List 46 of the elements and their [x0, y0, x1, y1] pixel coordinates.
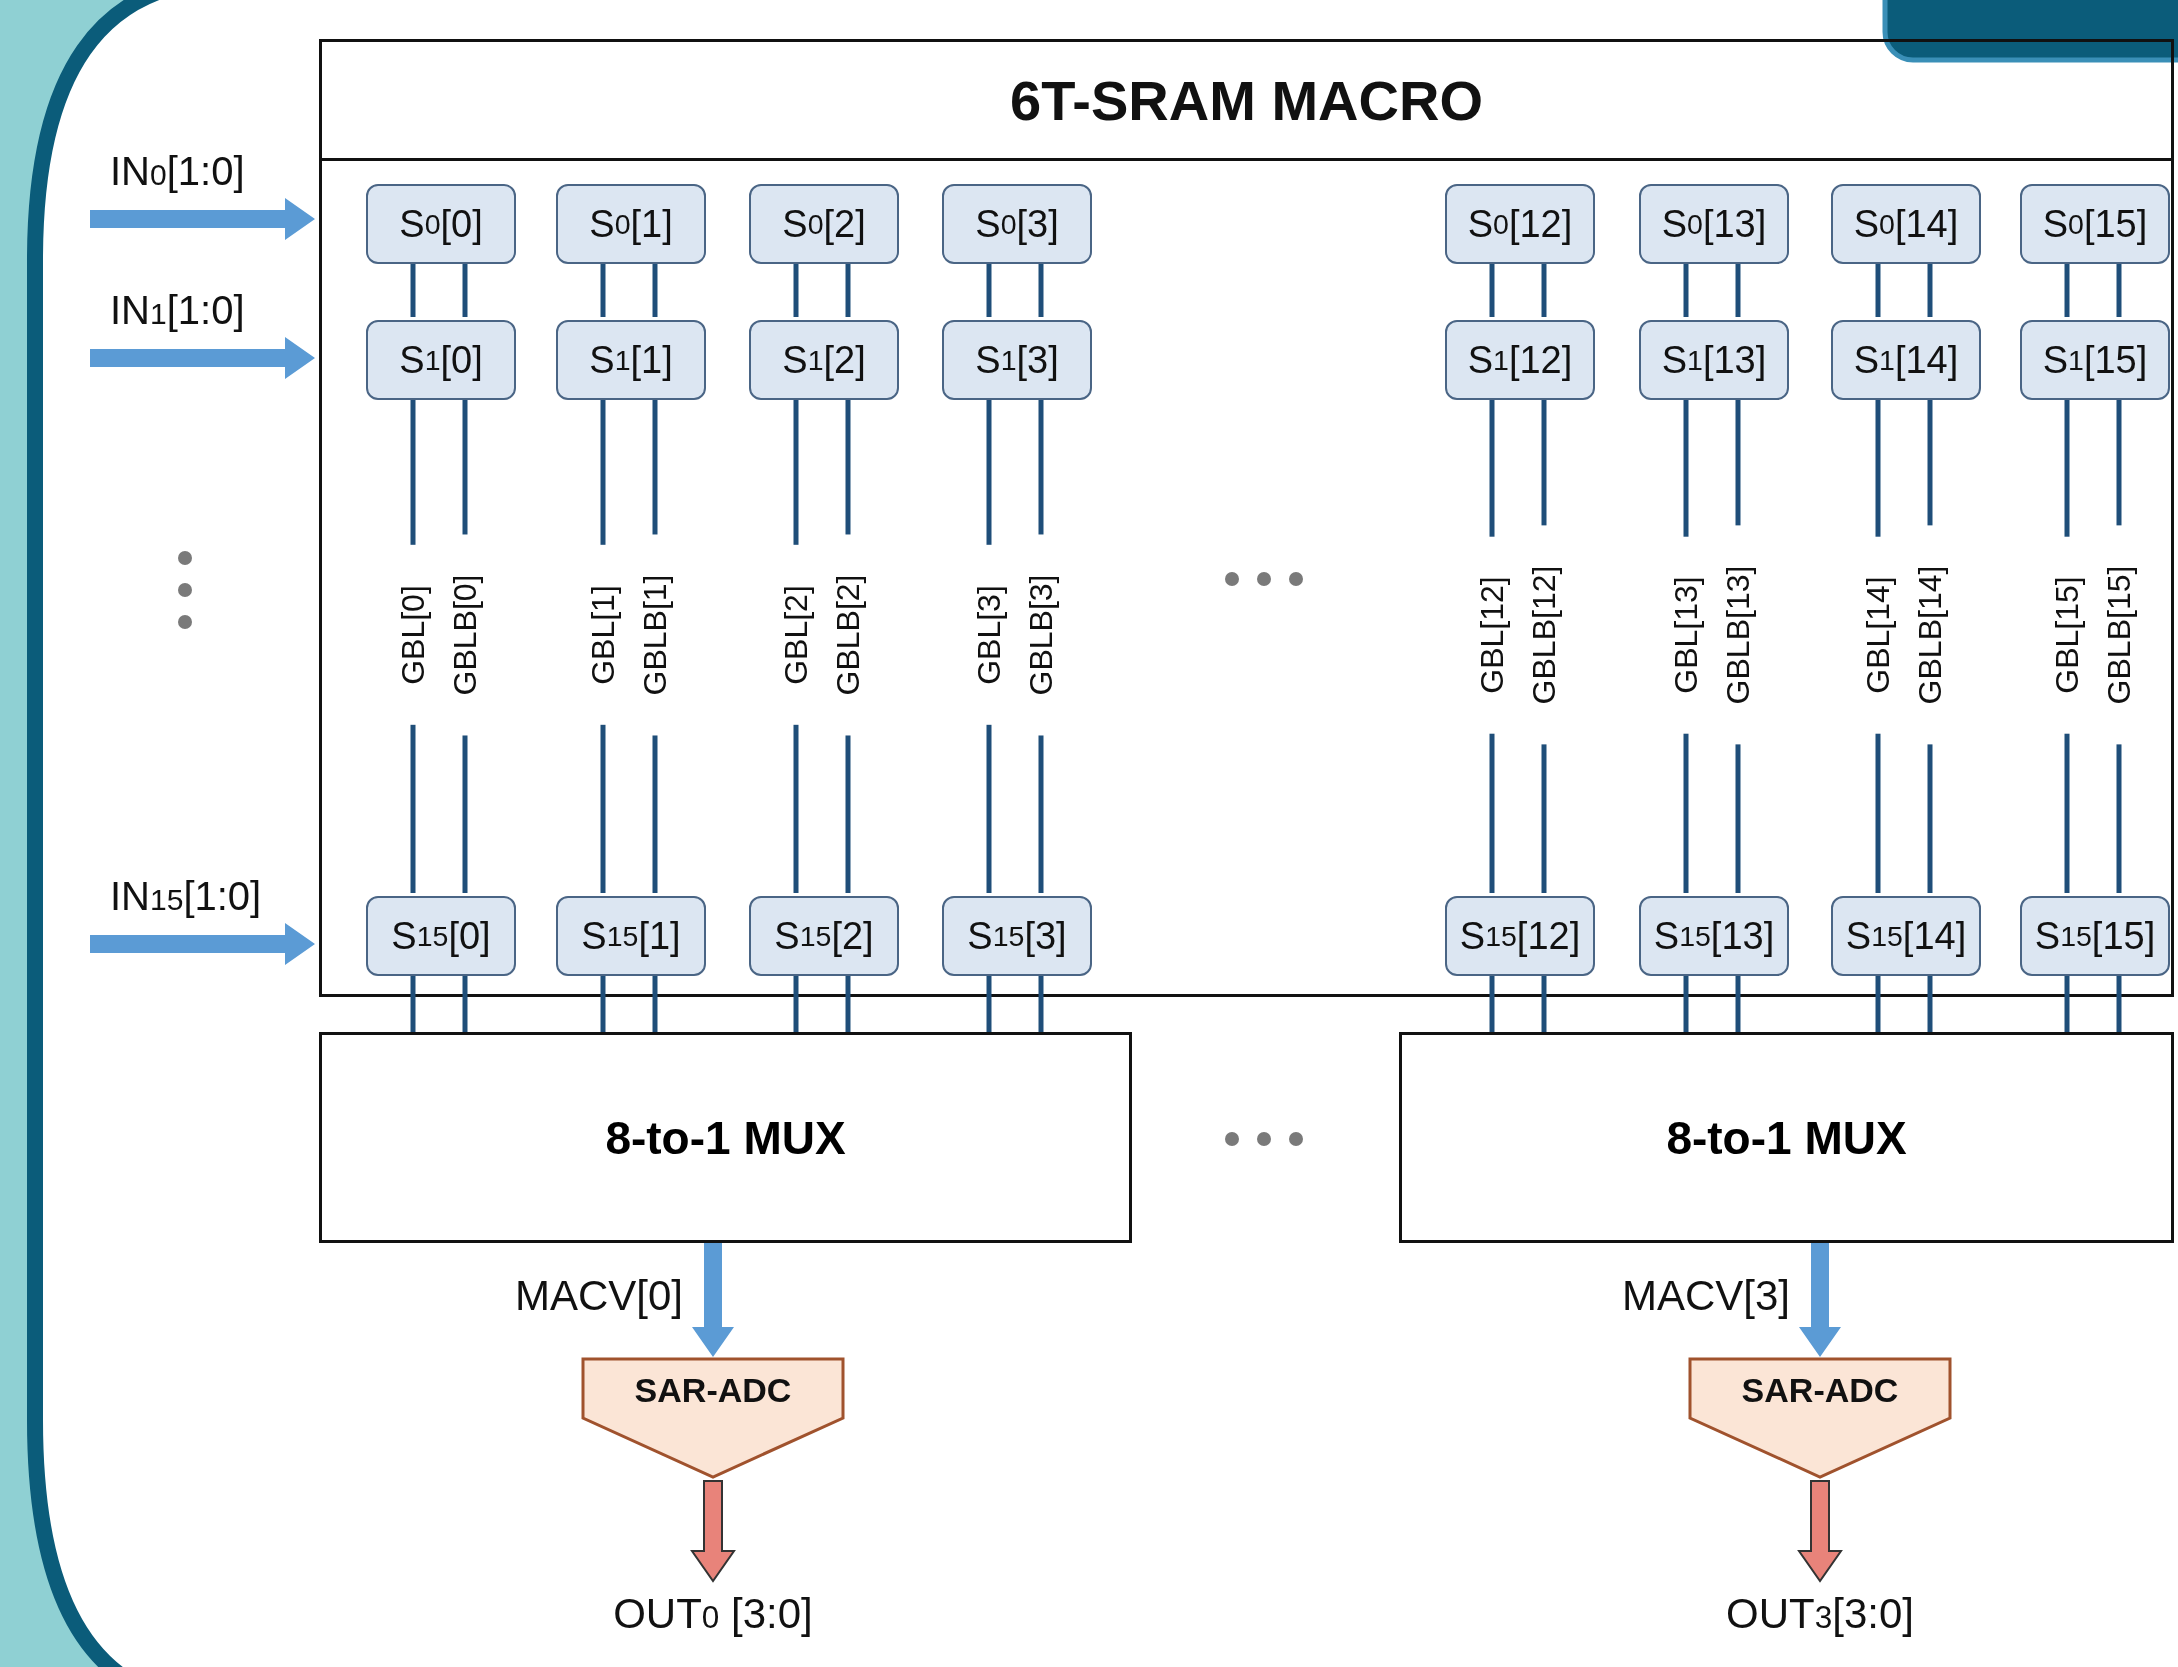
bitline [2116, 973, 2122, 1032]
bitline [410, 973, 416, 1032]
mux-block: 8-to-1 MUX [1399, 1032, 2174, 1243]
bitline [1735, 973, 1741, 1032]
bitline [793, 261, 799, 317]
arrow [1797, 1480, 1843, 1583]
arrow [90, 198, 315, 240]
bitline [1541, 973, 1547, 1032]
bitline [845, 973, 851, 1032]
bitline [793, 973, 799, 1032]
bitline [986, 973, 992, 1032]
arrow [90, 337, 315, 379]
mux-block: 8-to-1 MUX [319, 1032, 1132, 1243]
bitline [600, 973, 606, 1032]
macro-title: 6T-SRAM MACRO [1010, 67, 1483, 133]
adc-pentagon: SAR-ADC [1688, 1357, 1952, 1479]
bitline [652, 973, 658, 1032]
arrow [1799, 1243, 1841, 1357]
bitline [652, 261, 658, 317]
bitline [2064, 973, 2070, 1032]
bitline [462, 261, 468, 317]
bitline [1038, 973, 1044, 1032]
bitline [1683, 973, 1689, 1032]
signal-label: MACV[0] [514, 1272, 683, 1320]
bitline [1875, 261, 1881, 317]
bitline [1489, 973, 1495, 1032]
bitline [1541, 261, 1547, 317]
bitline [1683, 261, 1689, 317]
arrow [90, 923, 315, 965]
arrow [692, 1243, 734, 1357]
bitline [2116, 261, 2122, 317]
bitline [462, 973, 468, 1032]
bitline [1489, 261, 1495, 317]
bitline [1875, 973, 1881, 1032]
bitline [845, 261, 851, 317]
bitline [1927, 261, 1933, 317]
bitline [410, 261, 416, 317]
bitline [1735, 261, 1741, 317]
bitline [1038, 261, 1044, 317]
bitline [986, 261, 992, 317]
bitline [2064, 261, 2070, 317]
bitline [1927, 973, 1933, 1032]
bitline [600, 261, 606, 317]
adc-pentagon: SAR-ADC [581, 1357, 845, 1479]
signal-label: MACV[3] [1621, 1272, 1790, 1320]
arrow [690, 1480, 736, 1583]
